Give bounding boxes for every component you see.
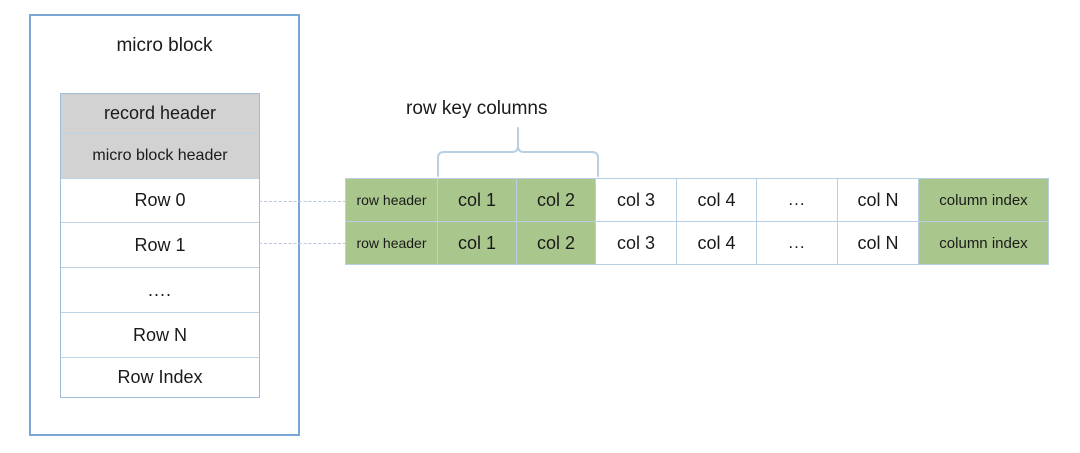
cell-ellipsis: ... xyxy=(756,221,838,265)
micro-block-row-label: Row N xyxy=(132,324,187,345)
micro-block-row-label: .... xyxy=(147,279,172,300)
micro-block-row-stack: record header micro block header Row 0 R… xyxy=(60,93,260,398)
micro-block-row-row-index: Row Index xyxy=(61,358,259,397)
micro-block-row-micro-block-header: micro block header xyxy=(61,134,259,179)
micro-block-row-row-1: Row 1 xyxy=(61,223,259,268)
micro-block-row-label: micro block header xyxy=(92,147,228,164)
table-row: row header col 1 col 2 col 3 col 4 ... c… xyxy=(345,221,1049,265)
cell-col-1: col 1 xyxy=(437,221,517,265)
curly-brace-icon xyxy=(437,127,599,177)
cell-col-n: col N xyxy=(837,221,919,265)
micro-block-row-label: record header xyxy=(103,103,217,123)
micro-block-title: micro block xyxy=(116,35,213,56)
cell-ellipsis: ... xyxy=(756,178,838,222)
micro-block-row-label: Row 1 xyxy=(134,234,186,255)
table-row: row header col 1 col 2 col 3 col 4 ... c… xyxy=(345,178,1049,222)
row-key-columns-caption: row key columns xyxy=(406,98,548,119)
cell-col-3: col 3 xyxy=(595,221,677,265)
cell-row-header: row header xyxy=(345,221,438,265)
micro-block-row-row-0: Row 0 xyxy=(61,179,259,223)
record-layout-table: row header col 1 col 2 col 3 col 4 ... c… xyxy=(345,178,1049,265)
cell-column-index: column index xyxy=(918,178,1049,222)
cell-col-2: col 2 xyxy=(516,178,596,222)
cell-col-3: col 3 xyxy=(595,178,677,222)
cell-col-n: col N xyxy=(837,178,919,222)
micro-block-row-row-n: Row N xyxy=(61,313,259,358)
micro-block-row-ellipsis: .... xyxy=(61,268,259,313)
cell-col-1: col 1 xyxy=(437,178,517,222)
micro-block-row-label: Row Index xyxy=(117,367,203,387)
leader-row-1 xyxy=(259,243,346,244)
cell-column-index: column index xyxy=(918,221,1049,265)
cell-col-4: col 4 xyxy=(676,221,757,265)
cell-row-header: row header xyxy=(345,178,438,222)
cell-col-4: col 4 xyxy=(676,178,757,222)
leader-row-0 xyxy=(259,201,346,202)
cell-col-2: col 2 xyxy=(516,221,596,265)
micro-block-row-record-header: record header xyxy=(61,94,259,134)
micro-block-row-label: Row 0 xyxy=(134,190,186,210)
